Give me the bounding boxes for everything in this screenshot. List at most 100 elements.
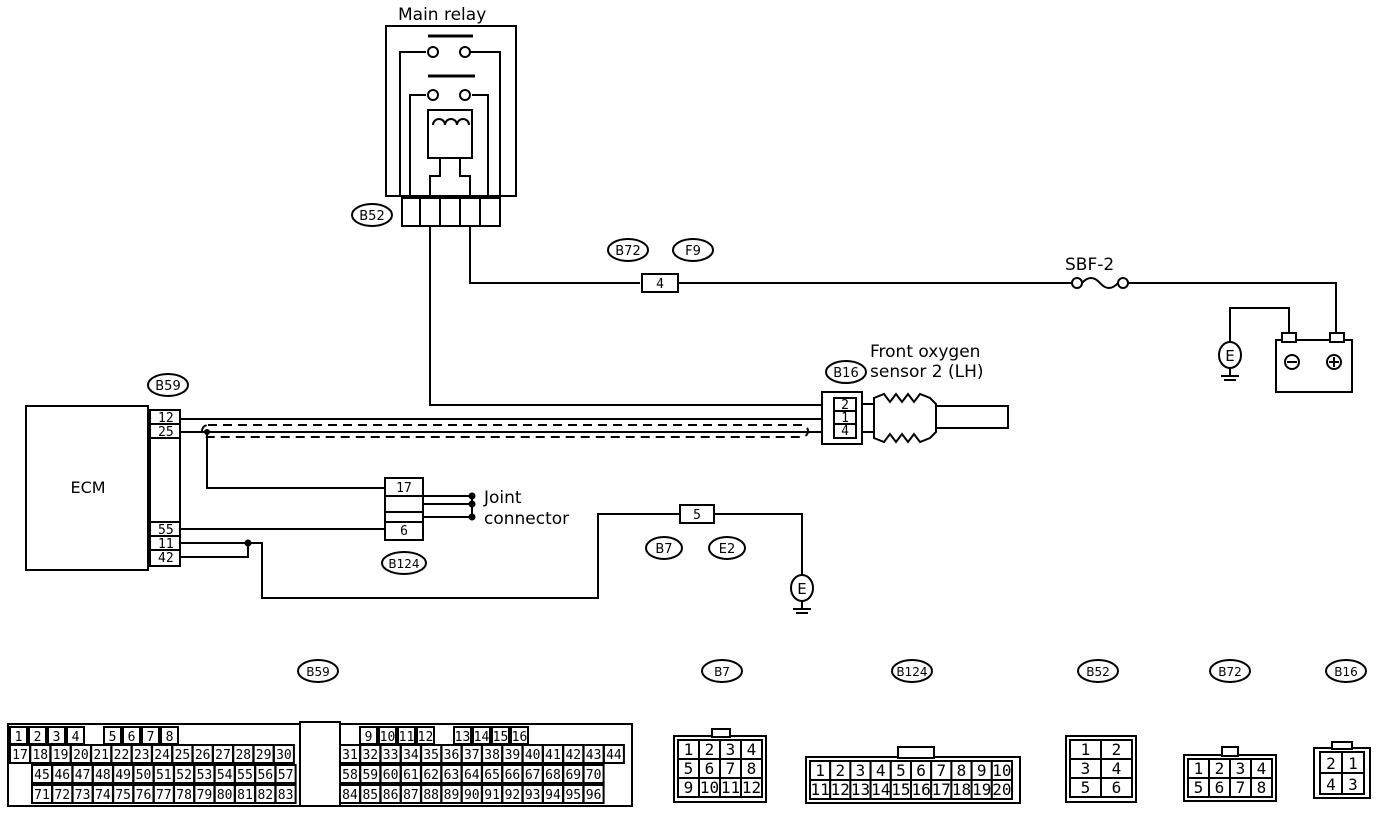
svg-text:4: 4 xyxy=(841,424,849,439)
pin-label: 91 xyxy=(484,788,500,803)
f9-tag: F9 xyxy=(672,238,714,262)
svg-text:E: E xyxy=(797,580,806,598)
pin-label: 48 xyxy=(95,768,111,783)
pin-label: 15 xyxy=(891,780,910,799)
pin-label: 11 xyxy=(810,780,829,799)
pin-label: 7 xyxy=(147,730,155,745)
pin-label: 1 xyxy=(684,740,694,759)
pin-label: 89 xyxy=(444,788,460,803)
svg-text:B72: B72 xyxy=(1218,665,1242,679)
pin-label: 45 xyxy=(34,768,50,783)
pin-label: 73 xyxy=(75,788,91,803)
pin-label: 7 xyxy=(1236,778,1246,797)
pin-label: 2 xyxy=(1112,740,1122,759)
svg-text:11: 11 xyxy=(158,537,174,552)
pin-label: 50 xyxy=(136,768,152,783)
pin-label: 18 xyxy=(32,748,48,763)
pin-label: 66 xyxy=(505,768,521,783)
pin-label: 56 xyxy=(257,768,273,783)
b52-tag: B52 xyxy=(351,203,393,227)
pin-label: 30 xyxy=(276,748,292,763)
pin-label: 27 xyxy=(215,748,231,763)
pin-label: 95 xyxy=(565,788,581,803)
pin-label: 1 xyxy=(815,761,825,780)
wire-shield-ground xyxy=(206,432,385,489)
pin-label: 36 xyxy=(444,748,460,763)
pin-label: 1 xyxy=(15,730,23,745)
pin-label: 8 xyxy=(747,759,757,778)
pin-label: 32 xyxy=(362,748,378,763)
pin-label: 81 xyxy=(237,788,253,803)
pin-label: 6 xyxy=(1215,778,1225,797)
pin-label: 33 xyxy=(383,748,399,763)
pin-label: 5 xyxy=(684,759,694,778)
svg-text:6: 6 xyxy=(400,524,408,539)
pin-label: 74 xyxy=(95,788,111,803)
pin-label: 3 xyxy=(1236,759,1246,778)
pin-label: 10 xyxy=(700,778,719,797)
b59-face-tag: B59 xyxy=(297,659,339,683)
pin-label: 7 xyxy=(936,761,946,780)
svg-text:B124: B124 xyxy=(388,557,419,571)
b16-face-tag: B16 xyxy=(1325,659,1367,683)
pin-label: 38 xyxy=(484,748,500,763)
pin-label: 12 xyxy=(742,778,761,797)
svg-text:25: 25 xyxy=(158,425,174,440)
svg-text:B16: B16 xyxy=(1334,665,1358,679)
pin-label: 83 xyxy=(278,788,294,803)
svg-text:17: 17 xyxy=(396,481,412,496)
b7-face-frame xyxy=(673,728,767,803)
pin-label: 4 xyxy=(72,730,80,745)
svg-text:12: 12 xyxy=(158,411,174,426)
wire-fuse-battery xyxy=(1128,282,1337,336)
svg-text:B59: B59 xyxy=(306,665,330,679)
wire-b7-ground xyxy=(714,513,803,575)
b16-tag: B16 xyxy=(825,360,867,384)
pin-label: 71 xyxy=(34,788,50,803)
pin-label: 3 xyxy=(53,730,61,745)
pin-label: 2 xyxy=(705,740,715,759)
ground-e2: E xyxy=(790,574,814,614)
b52-face-tag: B52 xyxy=(1077,659,1119,683)
pin-label: 65 xyxy=(484,768,500,783)
pin-label: 31 xyxy=(342,748,358,763)
pin-label: 3 xyxy=(1081,759,1091,778)
pin-label: 9 xyxy=(684,778,694,797)
pin-label: 85 xyxy=(362,788,378,803)
pin-label: 39 xyxy=(505,748,521,763)
svg-text:B52: B52 xyxy=(1086,665,1110,679)
pin-label: 54 xyxy=(217,768,233,783)
pin-label: 3 xyxy=(726,740,736,759)
sbf-2-fuse xyxy=(1071,277,1129,289)
ecm-label: ECM xyxy=(70,478,105,497)
pin-label: 44 xyxy=(606,748,622,763)
svg-text:E: E xyxy=(1225,347,1234,365)
pin-label: 43 xyxy=(586,748,602,763)
pin-label: 34 xyxy=(403,748,419,763)
wire-relay-sensor xyxy=(429,226,822,406)
svg-text:E2: E2 xyxy=(719,542,736,557)
pin-label: 53 xyxy=(197,768,213,783)
b16-face-frame xyxy=(1313,741,1371,799)
wire-relay-b72 xyxy=(469,226,640,284)
pin-label: 64 xyxy=(464,768,480,783)
b124-face-tag: B124 xyxy=(891,659,933,683)
pin-label: 37 xyxy=(464,748,480,763)
pin-label: 55 xyxy=(237,768,253,783)
pin-label: 2 xyxy=(34,730,42,745)
svg-text:B7: B7 xyxy=(655,542,672,557)
pin-label: 16 xyxy=(911,780,930,799)
b72-face-frame xyxy=(1183,746,1277,802)
b72-f9-connector: 4 xyxy=(641,273,679,293)
svg-text:B59: B59 xyxy=(155,379,180,394)
svg-text:B72: B72 xyxy=(615,244,640,259)
pin-label: 11 xyxy=(721,778,740,797)
svg-text:55: 55 xyxy=(158,523,174,538)
pin-label: 19 xyxy=(972,780,991,799)
pin-label: 1 xyxy=(1348,754,1358,773)
pin-label: 17 xyxy=(12,748,28,763)
pin-label: 84 xyxy=(342,788,358,803)
pin-label: 12 xyxy=(418,730,434,745)
